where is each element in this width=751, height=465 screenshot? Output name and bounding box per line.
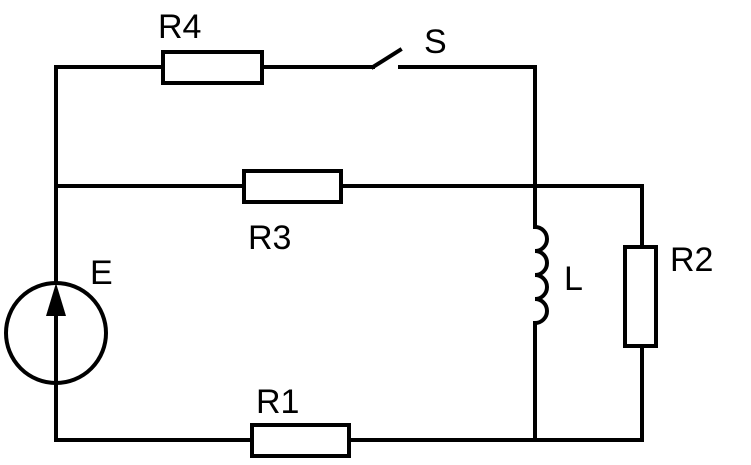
voltage-source-e [4, 281, 108, 385]
label-r4: R4 [158, 8, 201, 46]
label-r3: R3 [248, 219, 291, 257]
wire-switch-to-right [398, 65, 537, 229]
label-l: L [564, 260, 583, 298]
resistor-r2 [623, 245, 658, 348]
resistor-r3 [242, 169, 343, 204]
inductor-l [532, 224, 549, 326]
label-e: E [90, 254, 113, 292]
resistor-r1 [250, 423, 351, 458]
wire-r2-bottom [347, 344, 644, 442]
source-arrow-head [46, 283, 66, 316]
switch-s [370, 47, 403, 70]
wire-r1-to-source [54, 381, 254, 442]
label-s: S [424, 23, 447, 61]
label-r1: R1 [256, 383, 299, 421]
label-r2: R2 [670, 241, 713, 279]
wires [54, 65, 644, 442]
wire-r3-to-r2 [339, 184, 644, 249]
resistor-r4 [161, 50, 264, 85]
wire-left-top [54, 65, 165, 285]
